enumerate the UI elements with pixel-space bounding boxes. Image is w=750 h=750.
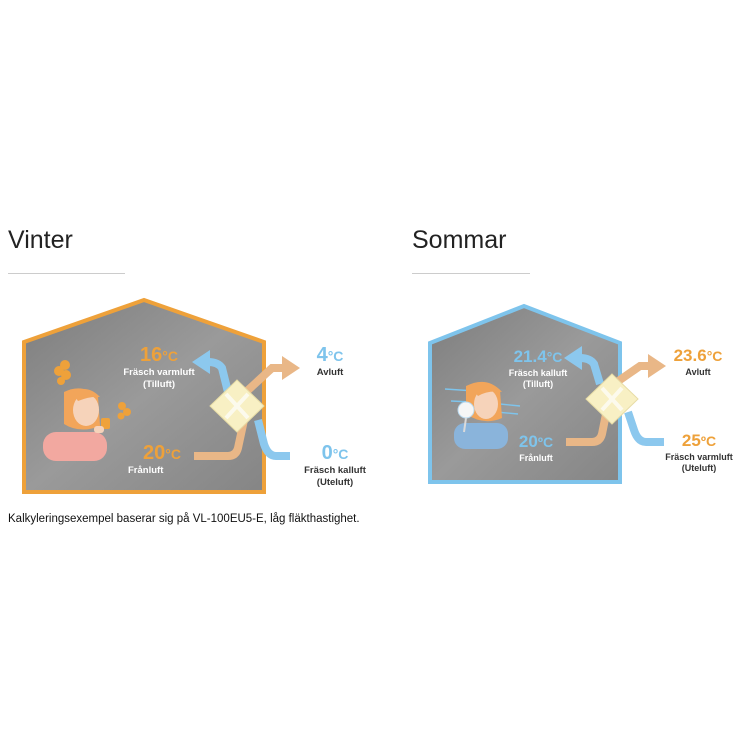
summer-exhaust-arrow: [611, 354, 666, 388]
winter-supply-text-2: (Tilluft): [142, 379, 175, 390]
summer-person-icon: [454, 381, 508, 449]
winter-outdoor-arrow: [254, 419, 290, 460]
summer-outdoor-label: 25ºC Fräsch varmluft (Uteluft): [654, 430, 744, 474]
summer-outdoor-temp: 25: [681, 431, 701, 450]
winter-extract-label: 20°C Frånluft: [112, 442, 212, 477]
winter-steam-icon: [54, 360, 131, 420]
summer-outdoor-arrow: [624, 410, 664, 446]
summer-extract-label: 20ºC Frånluft: [496, 431, 576, 464]
summer-extract-arrow: [566, 413, 610, 446]
winter-supply-label: 16°C Fräsch varmluft (Tilluft): [104, 344, 214, 391]
summer-outdoor-unit: ºC: [700, 433, 717, 449]
winter-exhaust-unit: °C: [327, 348, 344, 364]
summer-exhaust-label: 23.6°C Avluft: [656, 345, 740, 378]
summer-title-divider: [412, 273, 530, 274]
winter-supply-unit: °C: [162, 348, 178, 364]
summer-outdoor-text-2: (Uteluft): [681, 463, 717, 473]
summer-supply-text: Fräsch kalluft: [508, 368, 568, 378]
winter-supply-text: Fräsch varmluft: [123, 367, 195, 378]
summer-extract-temp: 20: [518, 432, 538, 451]
summer-supply-unit: °C: [546, 349, 563, 365]
summer-supply-label: 21.4°C Fräsch kalluft (Tilluft): [488, 346, 588, 390]
summer-extract-unit: ºC: [537, 434, 554, 450]
winter-supply-arrow: [192, 350, 232, 393]
winter-exhaust-arrow: [243, 356, 300, 395]
winter-outdoor-unit: °C: [332, 446, 349, 462]
summer-title: Sommar: [412, 226, 507, 254]
summer-supply-temp: 21.4: [513, 347, 547, 366]
winter-extract-text: Frånluft: [128, 465, 164, 476]
winter-heat-exchanger: [209, 379, 265, 433]
winter-extract-arrow: [194, 419, 248, 460]
winter-person-icon: [43, 388, 110, 461]
summer-exhaust-unit: °C: [706, 348, 723, 364]
winter-exhaust-temp: 4: [316, 344, 328, 366]
summer-exhaust-temp: 23.6: [673, 346, 707, 365]
winter-supply-temp: 16: [140, 344, 163, 366]
summer-extract-text: Frånluft: [519, 453, 553, 463]
footnote: Kalkyleringsexempel baserar sig på VL-10…: [8, 513, 360, 525]
summer-supply-text-2: (Tilluft): [522, 379, 554, 389]
winter-exhaust-label: 4°C Avluft: [300, 344, 360, 379]
winter-outdoor-text-2: (Uteluft): [316, 477, 354, 488]
winter-outdoor-text: Fräsch kalluft: [304, 465, 366, 476]
winter-title-divider: [8, 273, 125, 274]
winter-title: Vinter: [8, 226, 73, 254]
summer-exhaust-text: Avluft: [685, 367, 711, 377]
winter-outdoor-label: 0°C Fräsch kalluft (Uteluft): [290, 442, 380, 489]
winter-exhaust-text: Avluft: [316, 367, 344, 378]
summer-heat-exchanger: [585, 373, 639, 425]
summer-supply-arrow: [564, 346, 604, 386]
winter-extract-temp: 20: [143, 442, 166, 464]
winter-extract-unit: °C: [165, 446, 181, 462]
summer-outdoor-text: Fräsch varmluft: [665, 452, 733, 462]
winter-outdoor-temp: 0: [321, 442, 333, 464]
